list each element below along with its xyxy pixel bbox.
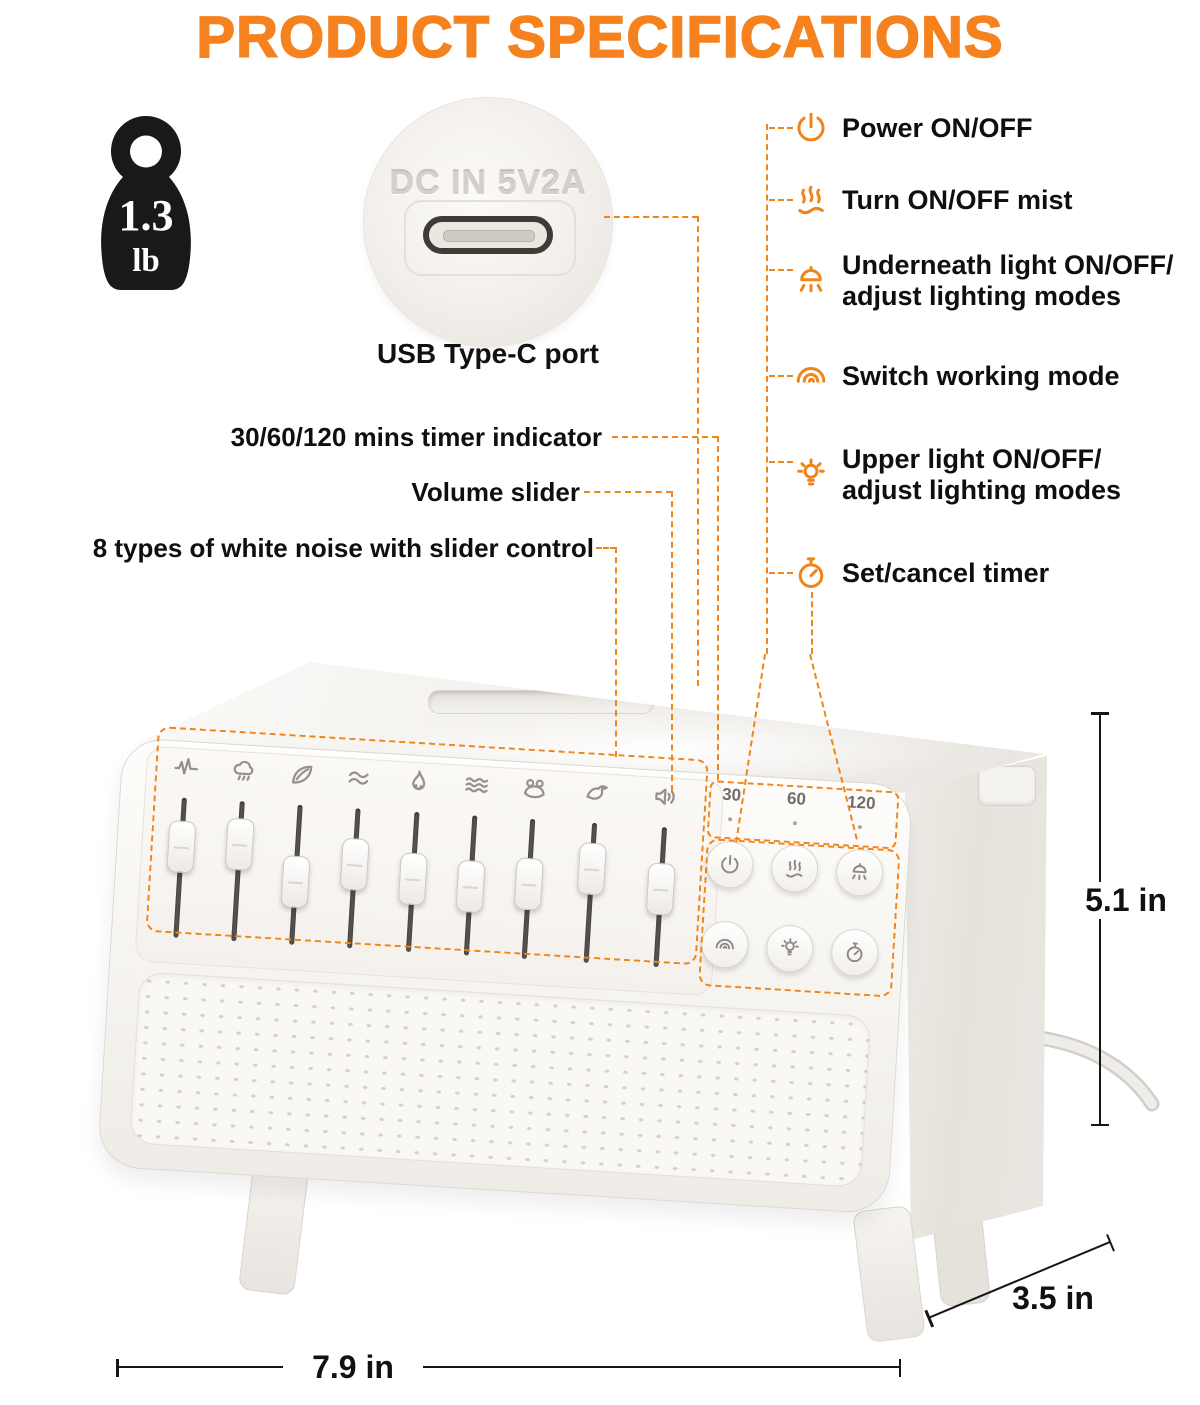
volume-callout-line <box>584 491 672 493</box>
weight-badge: 1.3 lb <box>72 110 220 300</box>
width-dimension-line <box>116 1359 901 1377</box>
callout-volume-slider: Volume slider <box>411 477 580 507</box>
mist-outlet <box>428 690 654 714</box>
feature-connector-stub <box>769 269 793 271</box>
feature-connector-stub <box>769 199 793 201</box>
feature-upper-light: Upper light ON/OFF/ adjust lighting mode… <box>793 444 1121 506</box>
sliders-highlight-box <box>145 726 709 966</box>
upper-light-icon <box>793 457 829 493</box>
noise-callout-line <box>596 547 616 549</box>
usb-callout-line <box>604 216 698 218</box>
weight-value: 1.3 <box>118 191 174 240</box>
timer-callout-line <box>717 436 719 780</box>
width-dimension-label: 7.9 in <box>283 1349 423 1386</box>
device-side <box>905 756 1047 1240</box>
working-mode-icon <box>793 358 829 394</box>
feature-mist: Turn ON/OFF mist <box>793 182 1073 218</box>
set-timer-icon <box>793 555 829 591</box>
speaker-grille <box>129 971 872 1188</box>
feature-upper-light-text2: adjust lighting modes <box>842 475 1122 505</box>
usb-port-closeup: DC IN 5V2A <box>364 98 612 346</box>
power-cable <box>1032 1030 1160 1112</box>
feature-working-mode: Switch working mode <box>793 358 1120 394</box>
usb-callout-line <box>697 216 699 686</box>
timer-feature-connector <box>811 592 813 654</box>
usb-port-label: USB Type-C port <box>377 338 599 369</box>
feature-connector-stub <box>769 461 793 463</box>
depth-dimension-label: 3.5 in <box>1012 1280 1094 1316</box>
page-title: PRODUCT SPECIFICATIONS <box>196 4 1004 71</box>
feature-connector-stub <box>769 375 793 377</box>
feature-underneath-light-text2: adjust lighting modes <box>842 281 1122 311</box>
feature-connector-stub <box>769 572 793 574</box>
buttons-highlight-box <box>697 838 901 998</box>
usb-port-recess <box>404 200 576 276</box>
feature-mist-text: Turn ON/OFF mist <box>842 184 1073 215</box>
power-icon <box>793 110 829 146</box>
usb-emboss-text: DC IN 5V2A <box>389 164 587 202</box>
callout-timer-indicator: 30/60/120 mins timer indicator <box>230 422 602 452</box>
feature-working-mode-text: Switch working mode <box>842 360 1120 391</box>
feature-set-timer: Set/cancel timer <box>793 555 1049 591</box>
feature-connector-stub <box>769 127 793 129</box>
feature-underneath-light-text1: Underneath light ON/OFF/ <box>842 250 1174 280</box>
volume-callout-line <box>671 491 673 791</box>
feature-power-text: Power ON/OFF <box>842 112 1033 143</box>
height-dimension-label: 5.1 in <box>1056 882 1196 919</box>
mist-icon <box>793 182 829 218</box>
noise-callout-line <box>615 547 617 757</box>
side-handle <box>978 766 1036 806</box>
usb-c-tongue <box>443 230 535 242</box>
height-dimension-line <box>1091 712 1109 1126</box>
callout-noise-sliders: 8 types of white noise with slider contr… <box>92 533 594 563</box>
feature-underneath-light: Underneath light ON/OFF/ adjust lighting… <box>793 250 1174 312</box>
features-connector-rail <box>766 124 768 654</box>
weight-kettlebell-icon <box>101 116 191 291</box>
timer-callout-line <box>612 436 718 438</box>
weight-unit: lb <box>132 243 160 279</box>
feature-power: Power ON/OFF <box>793 110 1033 146</box>
underneath-light-icon <box>793 263 829 299</box>
feature-upper-light-text1: Upper light ON/OFF/ <box>842 444 1102 474</box>
usb-c-port <box>423 216 553 254</box>
feature-set-timer-text: Set/cancel timer <box>842 557 1050 588</box>
